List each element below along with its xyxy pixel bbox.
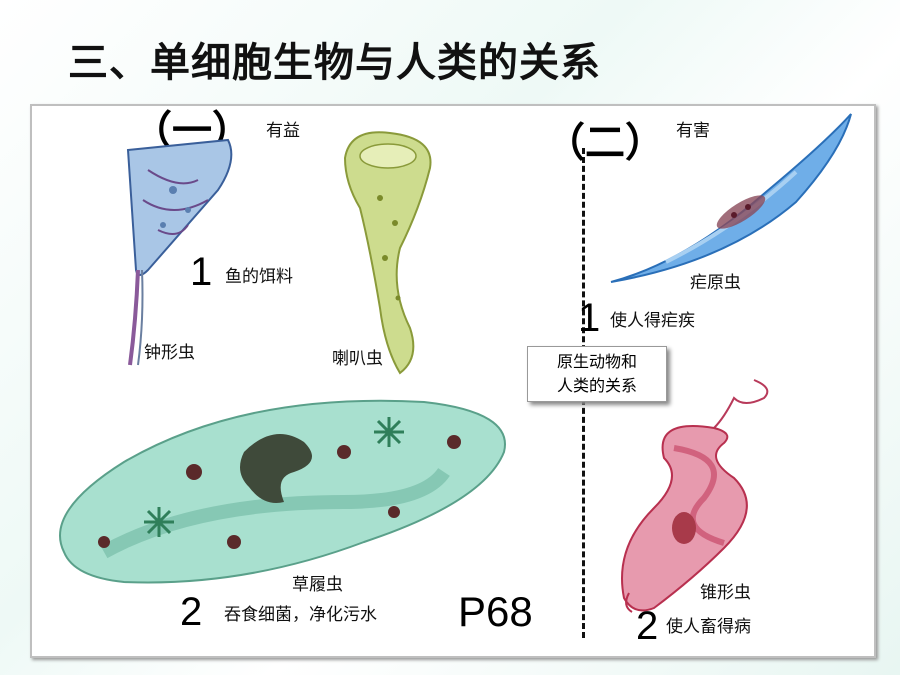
harmful-effect-2: 使人畜得病: [666, 617, 751, 637]
vorticella-illustration: [126, 138, 233, 366]
harmful-number-1: 1: [578, 296, 601, 340]
plasmodium-illustration: [610, 113, 852, 283]
harmful-effect-1: 使人得疟疾: [610, 311, 695, 331]
beneficial-number-1: 1: [190, 250, 213, 294]
page-reference: P68: [458, 588, 533, 635]
harmful-number-2: 2: [636, 604, 659, 648]
trypanosoma-illustration: [621, 379, 769, 613]
beneficial-use-2: 吞食细菌，净化污水: [224, 605, 377, 625]
harmful-label: 有害: [676, 121, 710, 141]
vorticella-label: 钟形虫: [144, 343, 195, 363]
slide-title: 三、单细胞生物与人类的关系: [68, 40, 601, 86]
paramecium-illustration: [59, 399, 506, 584]
paramecium-label: 草履虫: [292, 575, 343, 595]
stentor-illustration: [343, 131, 432, 375]
beneficial-label: 有益: [266, 121, 300, 141]
relationship-box-line-1: 原生动物和: [556, 352, 637, 371]
relationship-box: 原生动物和 人类的关系: [527, 346, 667, 402]
plasmodium-label: 疟原虫: [690, 273, 741, 293]
relationship-box-line-2: 人类的关系: [556, 376, 637, 395]
harmful-heading: （二）: [545, 120, 665, 166]
beneficial-number-2: 2: [180, 590, 203, 634]
trypanosoma-label: 锥形虫: [700, 583, 751, 603]
stentor-label: 喇叭虫: [332, 349, 383, 369]
beneficial-use-1: 鱼的饵料: [225, 267, 293, 287]
